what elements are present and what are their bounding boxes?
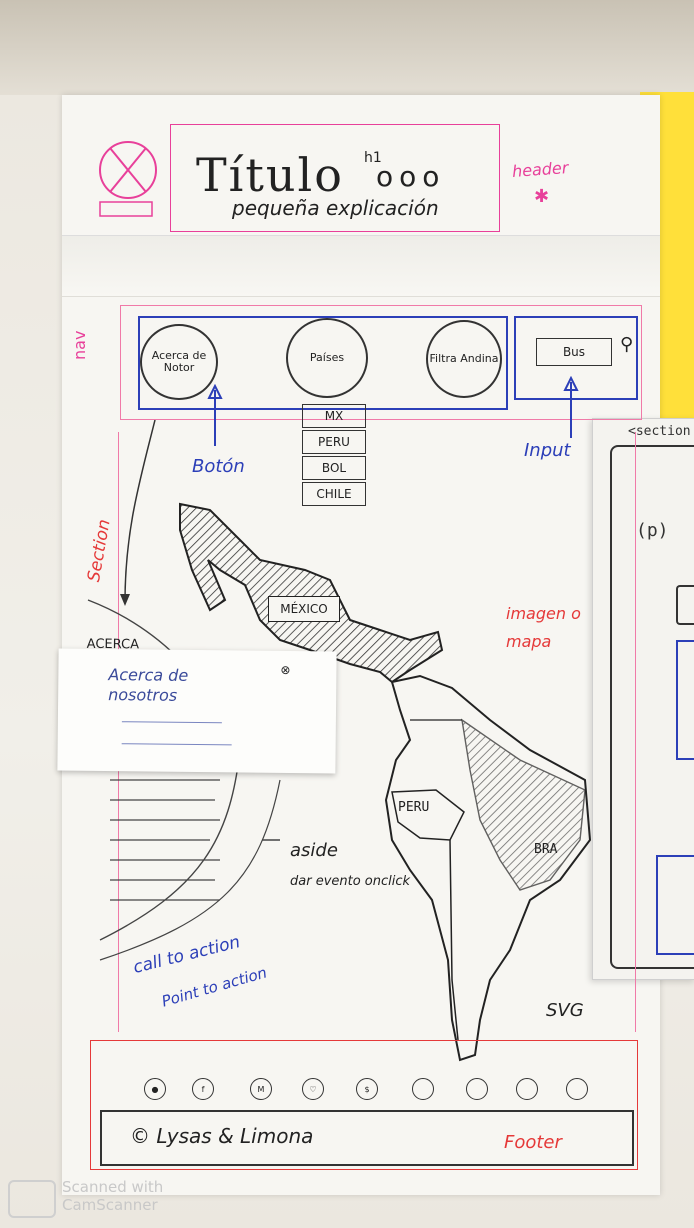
map-label-peru[interactable]: PERU [398, 800, 430, 815]
image-annotation: imagen o mapa [506, 604, 581, 651]
camscanner-logo [8, 1180, 56, 1218]
social-icon-9[interactable] [566, 1078, 588, 1100]
nav-button-filter-label: Filtra Andina [429, 351, 499, 365]
side-sheet-frame [610, 445, 694, 969]
social-icon-4[interactable]: ♡ [302, 1078, 324, 1100]
note-line-1: Acerca de [108, 665, 189, 685]
side-sheet-box [676, 585, 694, 625]
header-title-box [170, 124, 500, 232]
nav-frame-pink [120, 305, 642, 420]
close-icon[interactable]: ⊗ [280, 662, 291, 677]
search-icon[interactable]: ⚲ [620, 334, 634, 355]
side-sheet-label-mid: (p) [636, 520, 669, 541]
footer-credit: © Lysas & Limona [130, 1124, 314, 1148]
social-icon-6[interactable] [412, 1078, 434, 1100]
social-icon-2[interactable]: f [192, 1078, 214, 1100]
social-icon-5[interactable]: $ [356, 1078, 378, 1100]
header-mark-icon: ✱ [534, 186, 550, 207]
nav-button-about-label: Acerca de Notor [151, 348, 207, 374]
aside-note: aside [290, 840, 338, 861]
note-line-2: nosotros [108, 685, 178, 705]
note-heading: ACERCA [86, 636, 140, 653]
footer-frame [90, 1040, 638, 1170]
watermark-line-1: Scanned with [62, 1178, 164, 1196]
h1-note: h1 [364, 150, 382, 166]
title-suffix: ooo [376, 160, 446, 193]
side-sheet-label-top: <section [628, 424, 691, 439]
about-note-card[interactable]: ACERCA ⊗ Acerca de nosotros [57, 637, 337, 774]
nav-button-filter[interactable]: Filtra Andina [426, 320, 502, 398]
dropdown-item-bol[interactable]: BOL [302, 456, 366, 480]
wall-background [0, 0, 694, 95]
paper-fold [62, 235, 660, 297]
button-annotation: Botón [192, 456, 245, 477]
nav-search-frame [514, 316, 638, 400]
footer-region-label: Footer [504, 1132, 562, 1153]
nav-button-countries-label: Países [309, 350, 345, 364]
search-input-label: Bus [562, 345, 586, 359]
side-sheet-blue-box-2 [656, 855, 694, 955]
note-rule-2 [121, 743, 232, 746]
dropdown-item-mx[interactable]: MX [302, 404, 366, 428]
footer-bar [100, 1110, 634, 1166]
dropdown-item-peru-label: PERU [318, 435, 350, 449]
nav-buttons-frame [138, 316, 508, 410]
dropdown-item-chile[interactable]: CHILE [302, 482, 366, 506]
side-sheet-blue-box [676, 640, 694, 760]
svg-annotation: SVG [546, 1000, 584, 1021]
watermark: Scanned with CamScanner [62, 1178, 163, 1214]
map-label-mexico-text: MÉXICO [280, 602, 328, 616]
map-label-brazil[interactable]: BRA [534, 842, 558, 857]
watermark-line-2: CamScanner [62, 1196, 158, 1214]
search-input[interactable]: Bus [536, 338, 612, 366]
note-rule-1 [121, 721, 222, 724]
social-icon-3[interactable]: M [250, 1078, 272, 1100]
social-icon-7[interactable] [466, 1078, 488, 1100]
dropdown-item-chile-label: CHILE [316, 487, 352, 501]
dropdown-item-bol-label: BOL [321, 461, 347, 475]
dropdown-item-peru[interactable]: PERU [302, 430, 366, 454]
page-subtitle: pequeña explicación [232, 196, 439, 220]
nav-button-about[interactable]: Acerca de Notor [140, 324, 218, 400]
header-region-label: header [511, 158, 569, 181]
nav-region-label: nav [70, 330, 89, 360]
page-title: Título [196, 148, 344, 202]
aside-detail: dar evento onclick [290, 874, 411, 889]
input-annotation: Input [524, 440, 571, 461]
social-icon-8[interactable] [516, 1078, 538, 1100]
dropdown-item-mx-label: MX [324, 409, 344, 423]
nav-button-countries[interactable]: Países [286, 318, 368, 398]
social-icon-1[interactable]: ● [144, 1078, 166, 1100]
map-label-mexico[interactable]: MÉXICO [268, 596, 340, 622]
